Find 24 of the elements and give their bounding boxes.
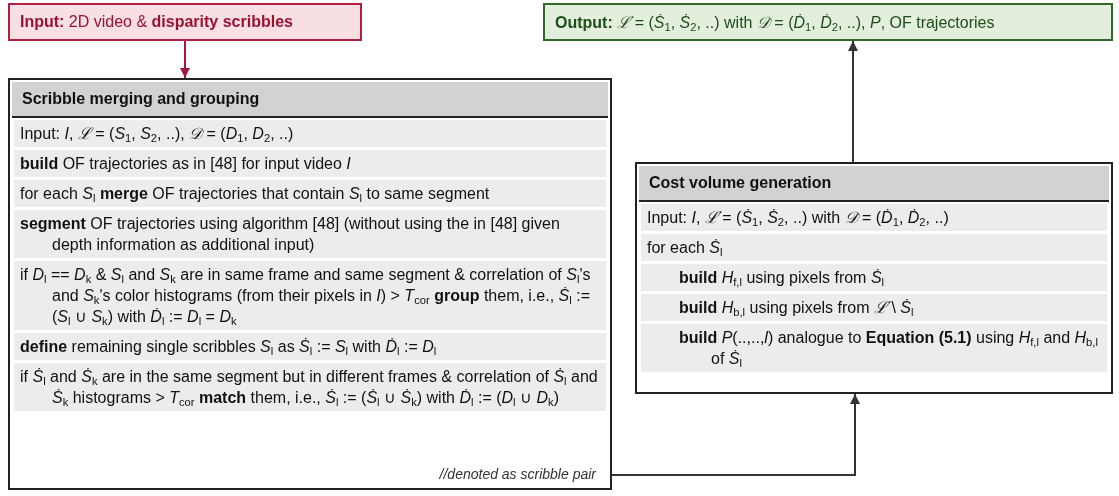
algorithm-step: if D$_{l}$ == D$_{k}$ & S$_{l}$ and S$_{k}$ are in same frame and same segment & correlation of S$_{l}$'s and S$_{k}$'s color histograms (from their pixels in I) > T$_{cor}$ group them, i.e., Ṡ$_{l}$ := (S$_{l}$ ∪ S$_{k}$) with Ḋ$_{l}$ := D$_{l}$ = D$_{k}$	[14, 261, 606, 330]
algorithm-step: build P(..,..,l) analogue to Equation (5.1) using H$_{f,l}$ and H$_{b,l}$ of Ṡ$_{l}$	[641, 324, 1107, 372]
arrow	[848, 40, 858, 163]
algorithm-step: Input: I, ℒ̇ = (Ṡ$_{1}$, Ṡ$_{2}$, ..) with 𝒟̇ = (Ḋ$_{1}$, Ḋ$_{2}$, ..)	[641, 204, 1107, 231]
algorithm-step: Input: I, ℒ = (S$_{1}$, S$_{2}$, ..), 𝒟 = (D$_{1}$, D$_{2}$, ..)	[14, 120, 606, 147]
algorithm-step: if Ṡ$_{l}$ and Ṡ$_{k}$ are in the same segment but in different frames & correlation of Ṡ$_{l}$ and Ṡ$_{k}$ histograms > T$_{cor}$ match them, i.e., Ṡ$_{l}$ := (Ṡ$_{l}$ ∪ Ṡ$_{k}$) with Ḋ$_{l}$ := (D$_{l}$ ∪ D$_{k}$)	[14, 363, 606, 411]
algorithm-step: for each Ṡ$_{l}$	[641, 234, 1107, 261]
panel-heading: Cost volume generation	[639, 166, 1109, 202]
arrow	[611, 393, 860, 476]
io-label: Input: 2D video & disparity scribbles	[20, 13, 293, 31]
algorithm-step: build OF trajectories as in [48] for input video I	[14, 150, 606, 177]
code-comment: //denoted as scribble pair	[439, 466, 596, 482]
io-box	[8, 3, 362, 41]
algorithm-step: build H$_{f,l}$ using pixels from Ṡ$_{l}$	[641, 264, 1107, 291]
arrow	[180, 40, 190, 79]
algorithm-step: segment OF trajectories using algorithm [48] (without using the in [48] given depth information as additional input)	[14, 210, 606, 258]
panel-heading: Scribble merging and grouping	[12, 82, 608, 118]
io-label: Output: ℒ̇ = (Ṡ$_{1}$, Ṡ$_{2}$, ..) with 𝒟̇ = (Ḋ$_{1}$, Ḋ$_{2}$, ..), P, OF trajectories	[555, 13, 995, 33]
algorithm-step: build H$_{b,l}$ using pixels from ℒ̇ \ Ṡ$_{l}$	[641, 294, 1107, 321]
io-box	[543, 3, 1113, 41]
algorithm-panel	[635, 162, 1113, 394]
algorithm-panel	[8, 78, 612, 490]
algorithm-step: define remaining single scribbles S$_{l}$ as Ṡ$_{l}$ := S$_{l}$ with Ḋ$_{l}$ := D$_{l}$	[14, 333, 606, 360]
algorithm-step: for each S$_{l}$ merge OF trajectories that contain S$_{l}$ to same segment	[14, 180, 606, 207]
